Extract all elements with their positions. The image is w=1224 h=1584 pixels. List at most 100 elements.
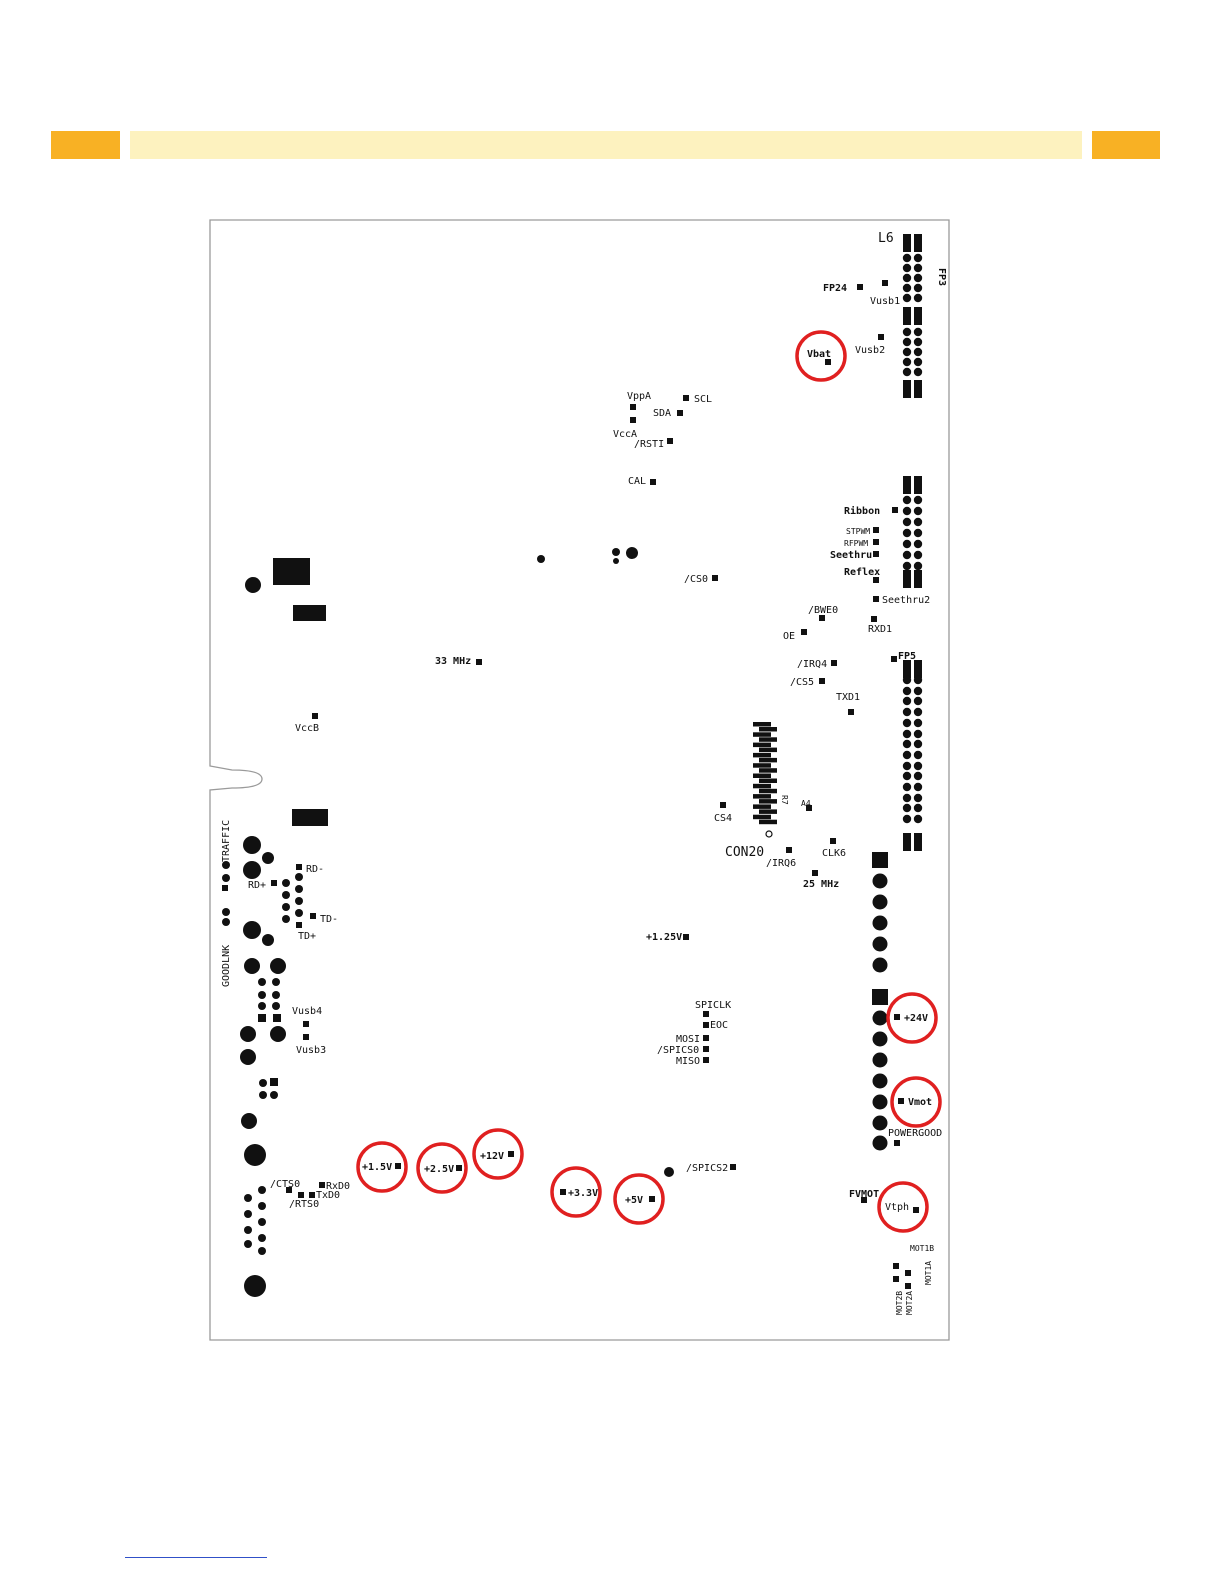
board-outline [209, 219, 950, 1341]
fp5-pin [913, 718, 923, 728]
label-seethru: Seethru [830, 550, 872, 561]
highlight-circles [356, 330, 942, 1233]
label-vbat: Vbat [807, 349, 831, 360]
fpsensor-pin [902, 495, 912, 505]
label-vppa: VppA [627, 391, 651, 402]
fp5-pin [902, 793, 912, 803]
fp5-pin [913, 675, 923, 685]
fp3-pin [914, 234, 922, 252]
label-vusb2: Vusb2 [855, 345, 885, 356]
highlight-5v [613, 1173, 665, 1225]
label-mosi: MOSI [676, 1034, 700, 1045]
fp5-pin [913, 707, 923, 717]
highlight-vbat [795, 330, 847, 382]
label-r7: R7 [780, 795, 789, 805]
power-pin [872, 1115, 888, 1131]
label-bwe0: /BWE0 [808, 605, 838, 616]
highlight-12v [472, 1128, 524, 1180]
highlight-1-5v [356, 1141, 408, 1193]
label-mot1a: MOT1A [924, 1261, 933, 1285]
label-fp3: FP3 [936, 268, 947, 286]
connector-fp5 [902, 660, 923, 851]
highlight-vmot [890, 1076, 942, 1128]
fp5-pin [902, 718, 912, 728]
label-vtph: Vtph [885, 1202, 909, 1213]
label-cs5: /CS5 [790, 677, 814, 688]
label-vusb1: Vusb1 [870, 296, 900, 307]
fp3-pin [913, 367, 923, 377]
label-rts0: /RTS0 [289, 1199, 319, 1210]
con20-pin [753, 783, 771, 789]
label-fp5: FP5 [898, 651, 916, 662]
fp5-pin [902, 750, 912, 760]
label-vccb: VccB [295, 723, 319, 734]
label-cs4: CS4 [714, 813, 732, 824]
fpsensor-pin [913, 561, 923, 571]
con20-pin [759, 747, 777, 753]
label-irq4: /IRQ4 [797, 659, 827, 670]
fp3-pin [914, 380, 922, 398]
con20-pin [753, 732, 771, 737]
highlight-vtph [877, 1181, 929, 1233]
fp5-pin [913, 793, 923, 803]
fp5-pin [913, 729, 923, 739]
fp3-pin [913, 337, 923, 347]
fp3-pin [902, 293, 912, 303]
fp5-pin [914, 833, 922, 851]
fpsensor-pin [903, 570, 911, 588]
label-1-5v: +1.5V [362, 1162, 392, 1173]
fp5-pin [913, 782, 923, 792]
fp5-pin [902, 729, 912, 739]
label-33mhz: 33 MHz [435, 656, 471, 667]
label-vcca: VccA [613, 429, 637, 440]
fp3-pin [902, 253, 912, 263]
label-a4: A4 [801, 799, 811, 808]
power-pin [872, 936, 888, 952]
power-pin [872, 894, 888, 910]
label-reflex: Reflex [844, 567, 880, 578]
con20-pin [753, 814, 771, 820]
fp3-pin [902, 337, 912, 347]
fp3-pin [902, 283, 912, 293]
label-scl: SCL [694, 394, 712, 405]
label-rfpwm: RFPWM [844, 539, 868, 548]
label-traffic: TRAFFIC [221, 820, 232, 862]
fpsensor-pin [913, 539, 923, 549]
highlight-3-3v [550, 1166, 602, 1218]
fpsensor-pin [902, 550, 912, 560]
label-irq6: /IRQ6 [766, 858, 796, 869]
label-spics2: /SPICS2 [686, 1163, 728, 1174]
connector-con20 [753, 722, 777, 825]
label-12v: +12V [480, 1151, 504, 1162]
label-goodlnk: GOODLNK [221, 945, 232, 987]
fp5-pin [903, 833, 911, 851]
label-l6: L6 [878, 231, 894, 246]
fp3-pin [913, 273, 923, 283]
label-eoc: EOC [710, 1020, 728, 1031]
power-pin [872, 1073, 888, 1089]
highlight-24v [886, 992, 938, 1044]
fpsensor-pin [913, 550, 923, 560]
labels: L6 FP3 FP24 Vusb1 Vusb2 Vbat VppA SCL SD… [221, 231, 947, 1315]
fp5-pin [902, 675, 912, 685]
label-rd-minus: RD- [306, 864, 324, 875]
fpsensor-pin [913, 506, 923, 516]
label-sda: SDA [653, 408, 671, 419]
label-2-5v: +2.5V [424, 1164, 454, 1175]
fp5-pin [914, 660, 922, 678]
fp5-pin [902, 696, 912, 706]
con20-pin [753, 804, 771, 809]
fp5-pin [902, 782, 912, 792]
fp3-pin [913, 293, 923, 303]
fp5-pin [913, 803, 923, 813]
connector-sensors [902, 476, 923, 588]
connector-fp3 [902, 234, 923, 398]
label-rxd0: RxD0 [326, 1181, 350, 1192]
con20-pin [753, 794, 771, 799]
fp3-pin [913, 253, 923, 263]
fp3-pin [902, 347, 912, 357]
label-1-25v: +1.25V [646, 932, 682, 943]
label-powergood: POWERGOOD [888, 1128, 942, 1139]
con20-pin [759, 799, 777, 804]
